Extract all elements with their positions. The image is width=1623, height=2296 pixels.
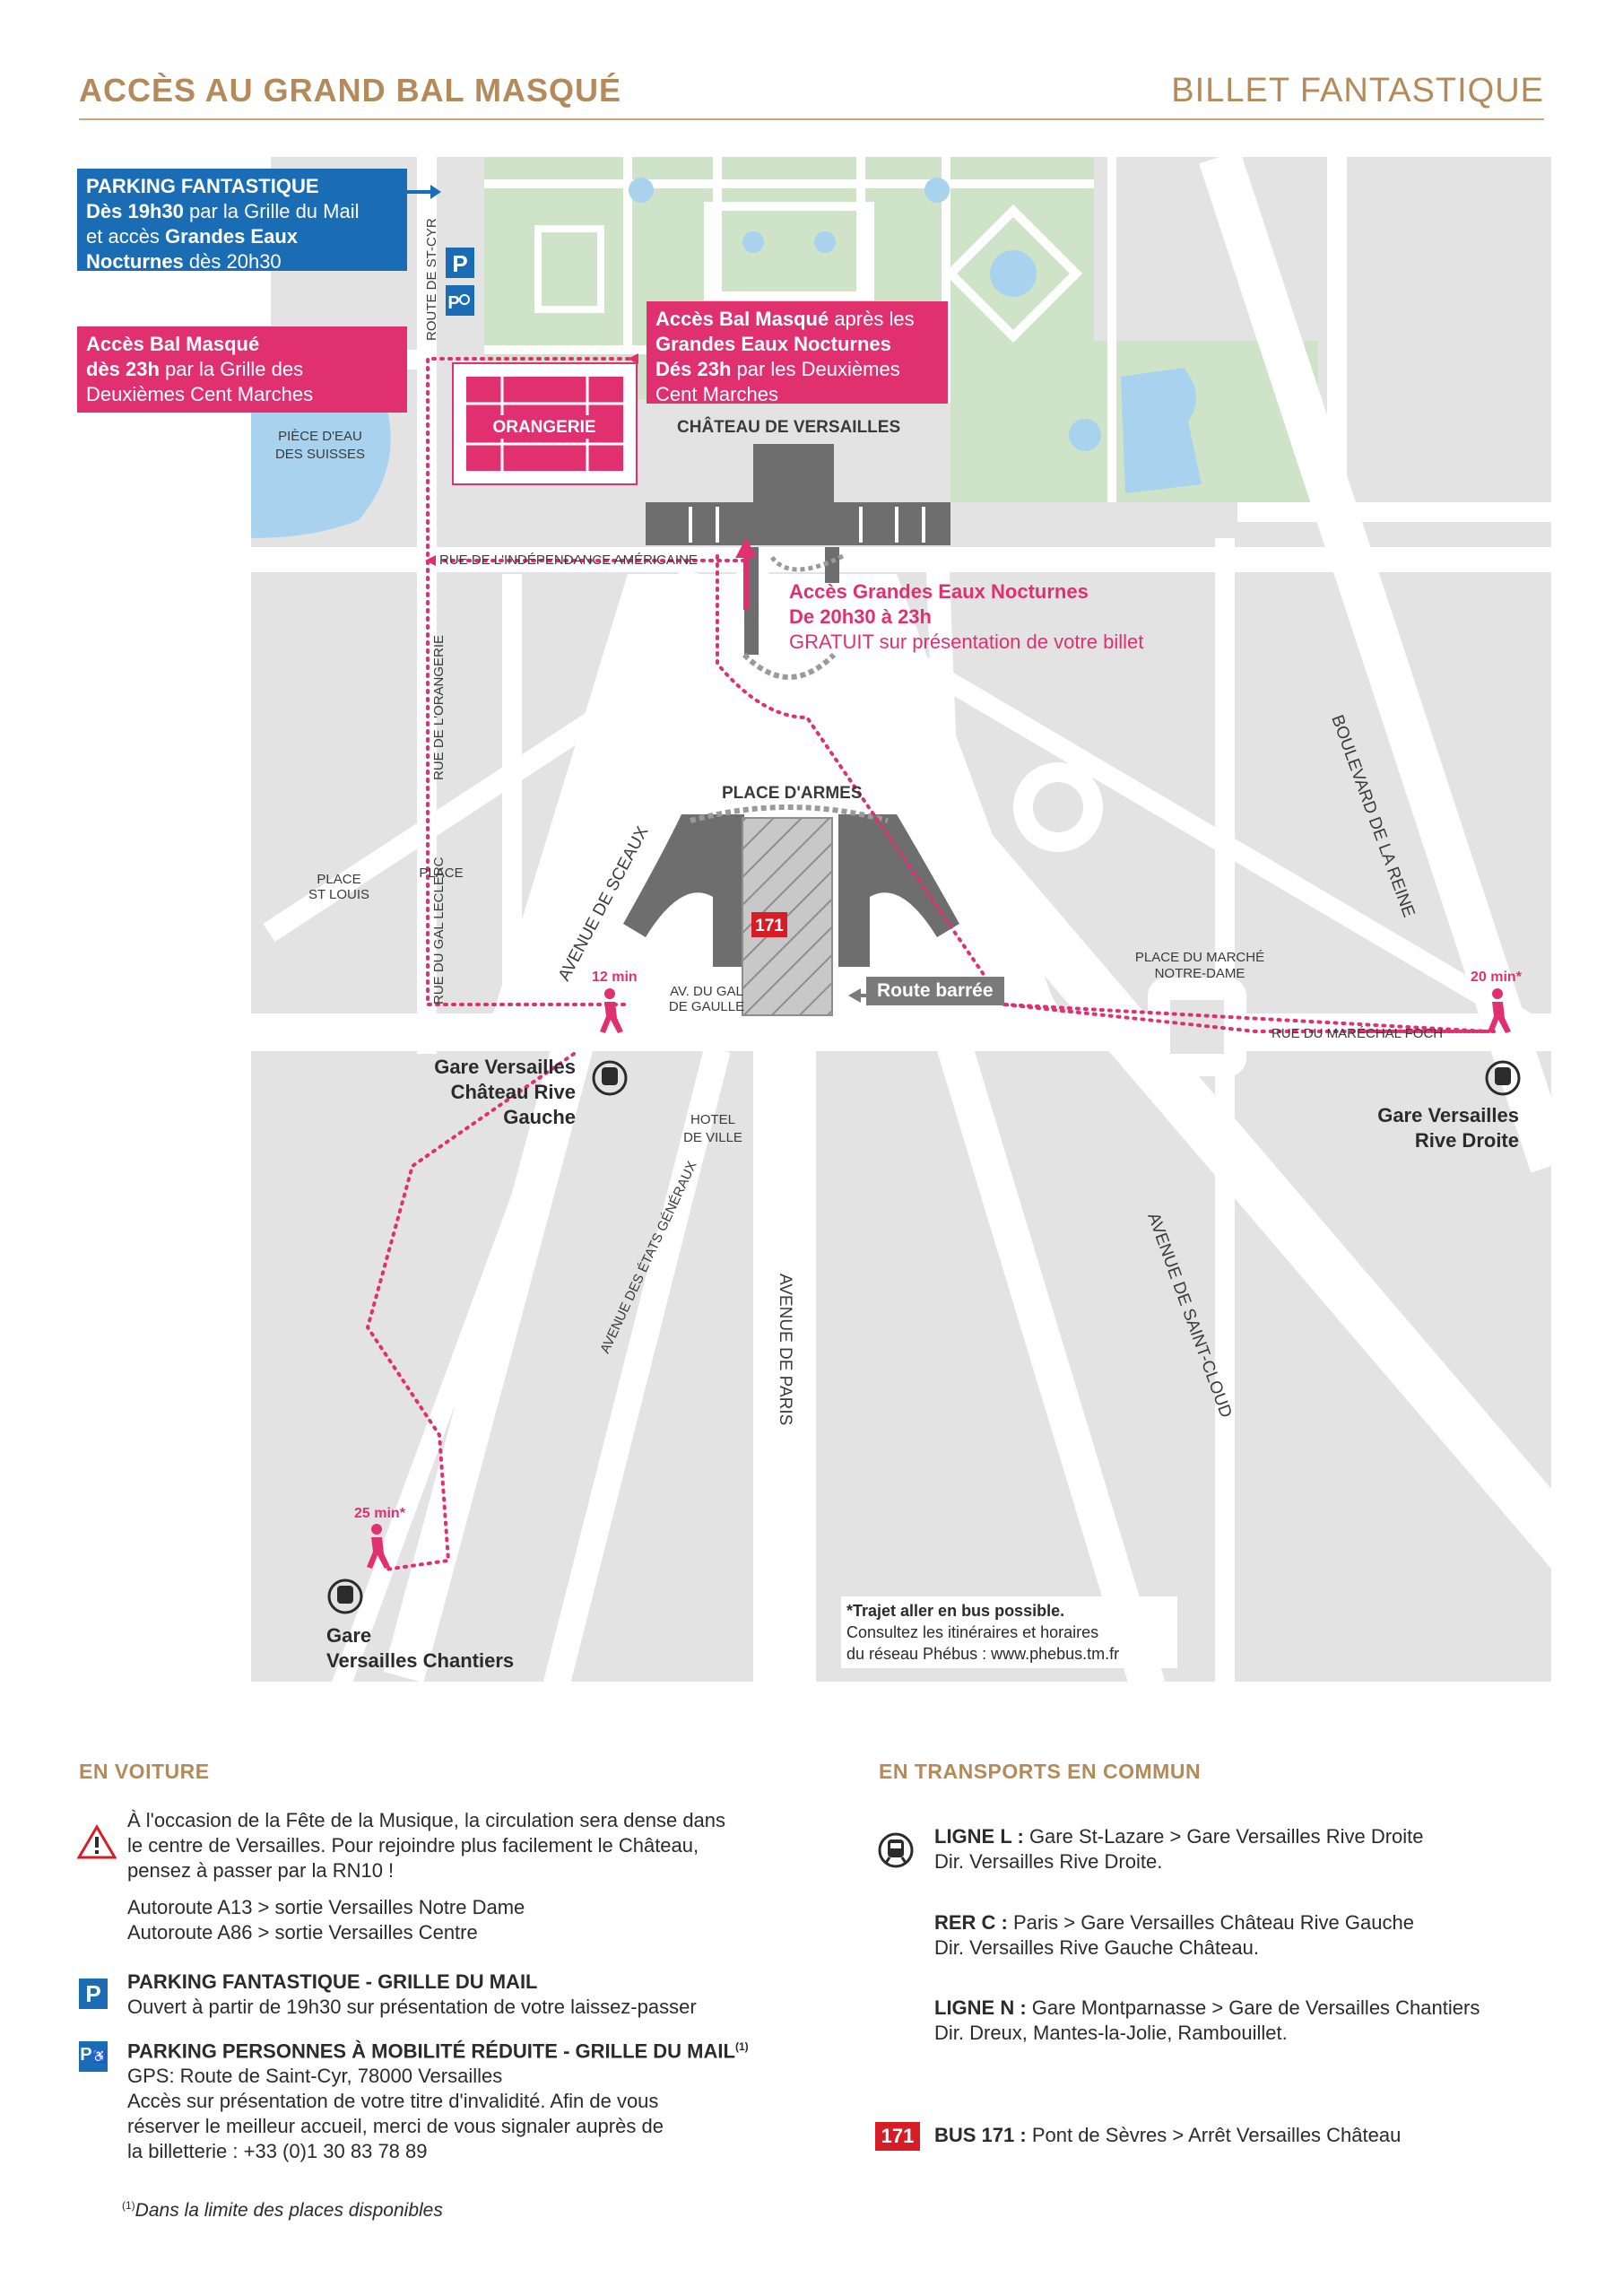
svg-text:PLACE: PLACE — [419, 865, 463, 881]
walk-time-rive-droite: 20 min* — [1471, 970, 1523, 985]
train-icon — [878, 1832, 914, 1868]
ligne-l-info: LIGNE L : Gare St-Lazare > Gare Versaill… — [934, 1825, 1424, 1873]
svg-text:RUE DU GAL LECLERC: RUE DU GAL LECLERC — [431, 857, 447, 1004]
svg-text:DE VILLE: DE VILLE — [683, 1130, 742, 1145]
parking-icon: P — [79, 1979, 108, 2009]
bus-171-info: BUS 171 : Pont de Sèvres > Arrêt Versail… — [934, 2124, 1402, 2146]
water-basin — [1121, 368, 1202, 493]
autoroute-info: Autoroute A13 > sortie Versailles Notre … — [127, 1896, 525, 1944]
bus-stop-171 — [751, 912, 787, 937]
parking-icon — [446, 248, 474, 278]
warning-icon — [77, 1824, 117, 1859]
piece-eau-suisses — [251, 404, 391, 538]
parking-info-box: PARKING FANTASTIQUE Dès 19h30 par la Gri… — [77, 169, 407, 273]
parking-fantastique-info: PARKING FANTASTIQUE - GRILLE DU MAIL Ouv… — [127, 1970, 697, 2018]
route-barree-label: Route barrée — [866, 977, 1004, 1005]
walking-routes — [365, 357, 1499, 1571]
svg-text:AVENUE DE PARIS: AVENUE DE PARIS — [776, 1274, 794, 1425]
svg-text:RUE DE L'ORANGERIE: RUE DE L'ORANGERIE — [431, 635, 447, 780]
svg-text:P: P — [447, 293, 459, 313]
station-rive-gauche: Gare Versailles Château Rive Gauche — [434, 1056, 576, 1128]
section-transports-title: EN TRANSPORTS EN COMMUN — [879, 1760, 1202, 1783]
svg-text:AV. DU GAL: AV. DU GAL — [670, 984, 743, 999]
place-armes-label: PLACE D'ARMES — [722, 784, 863, 803]
traffic-warning: À l'occasion de la Fête de la Musique, l… — [127, 1809, 726, 1882]
svg-text:171: 171 — [755, 917, 784, 935]
orangerie-label: ORANGERIE — [492, 418, 595, 437]
walker-icons — [367, 988, 1511, 1569]
page-subtitle: BILLET FANTASTIQUE — [1171, 72, 1544, 109]
bal-access-left-box: Accès Bal Masqué dès 23h par la Grille d… — [77, 326, 407, 413]
svg-text:HOTEL: HOTEL — [690, 1112, 735, 1127]
grandes-eaux-access: Accès Grandes Eaux Nocturnes De 20h30 à … — [789, 580, 1144, 653]
bal-access-right-box: Accès Bal Masqué après les Grandes Eaux … — [647, 301, 948, 405]
svg-text:DES SUISSES: DES SUISSES — [275, 447, 365, 462]
svg-text:ST LOUIS: ST LOUIS — [308, 887, 369, 902]
orangerie — [452, 362, 638, 485]
svg-text:DE GAULLE: DE GAULLE — [669, 999, 744, 1014]
svg-text:ROUTE DE ST-CYR: ROUTE DE ST-CYR — [424, 218, 439, 341]
ligne-n-info: LIGNE N : Gare Montparnasse > Gare de Ve… — [934, 1996, 1480, 2044]
parking-pmr-info: PARKING PERSONNES À MOBILITÉ RÉDUITE - G… — [127, 2039, 749, 2163]
train-station-icons — [327, 1060, 1521, 1614]
chateau-building — [646, 444, 950, 655]
section-en-voiture-title: EN VOITURE — [79, 1760, 210, 1783]
svg-text:NOTRE-DAME: NOTRE-DAME — [1155, 966, 1245, 981]
footnote: (1)Dans la limite des places disponibles — [122, 2199, 443, 2221]
station-chantiers: Gare Versailles Chantiers — [326, 1624, 515, 1672]
svg-text:PLACE: PLACE — [317, 872, 360, 887]
svg-text:P: P — [452, 250, 467, 277]
stables-buildings — [623, 814, 959, 967]
svg-text:PLACE DU MARCHÉ: PLACE DU MARCHÉ — [1135, 950, 1264, 965]
station-rive-droite: Gare Versailles Rive Droite — [1377, 1104, 1519, 1152]
bus-note: *Trajet aller en bus possible. Consultez… — [841, 1596, 1177, 1668]
chateau-label: CHÂTEAU DE VERSAILLES — [677, 417, 900, 437]
accessible-parking-icon: P♿ — [79, 2041, 108, 2072]
bus-171-badge: 171 — [875, 2122, 920, 2151]
svg-text:PIÈCE D'EAU: PIÈCE D'EAU — [278, 429, 362, 444]
page-title: ACCÈS AU GRAND BAL MASQUÉ — [79, 72, 622, 109]
rer-c-info: RER C : Paris > Gare Versailles Château … — [934, 1911, 1414, 1959]
svg-text:RUE DU MARÉCHAL FOCH: RUE DU MARÉCHAL FOCH — [1271, 1026, 1443, 1041]
header-divider — [79, 118, 1544, 120]
svg-text:RUE DE L'INDÉPENDANCE AMÉRICAI: RUE DE L'INDÉPENDANCE AMÉRICAINE — [439, 552, 698, 568]
walk-time-rive-gauche: 12 min — [592, 970, 638, 985]
walk-time-chantiers: 25 min* — [354, 1506, 406, 1521]
fountain — [629, 178, 654, 203]
